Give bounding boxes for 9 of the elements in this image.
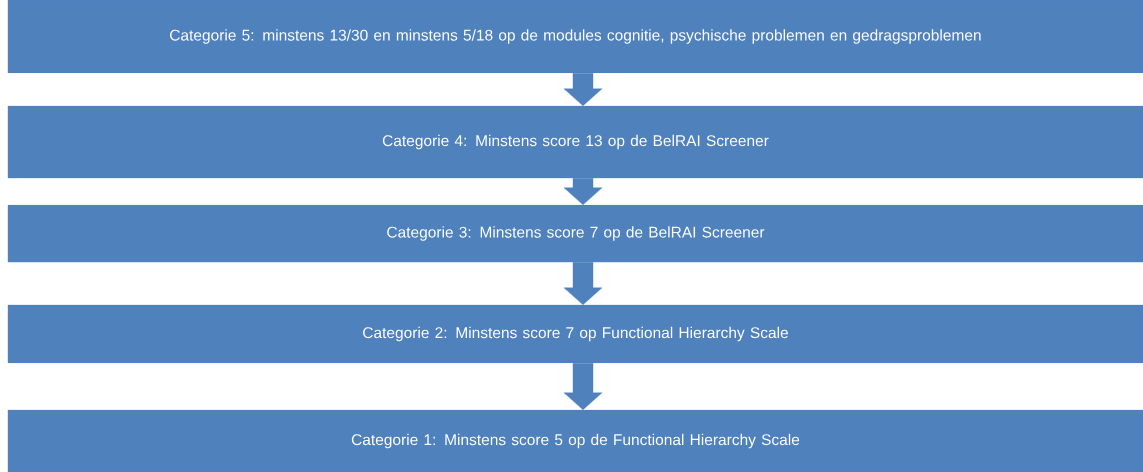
process-box: Categorie 4: Minstens score 13 op de BelRAI Screener	[7, 105, 1143, 179]
arrow	[563, 262, 603, 305]
process-box: Categorie 1: Minstens score 5 op de Functional Hierarchy Scale	[7, 409, 1143, 472]
process-box: Categorie 5: minstens 13/30 en minstens 5/18 op de modules cognitie, psychische problemen en gedragsproblemen	[7, 0, 1143, 74]
arrow	[563, 363, 603, 410]
arrow	[563, 178, 603, 205]
arrow	[563, 73, 603, 106]
process-box: Categorie 2: Minstens score 7 op Functional Hierarchy Scale	[7, 304, 1143, 364]
process-box: Categorie 3: Minstens score 7 op de BelRAI Screener	[7, 204, 1143, 263]
